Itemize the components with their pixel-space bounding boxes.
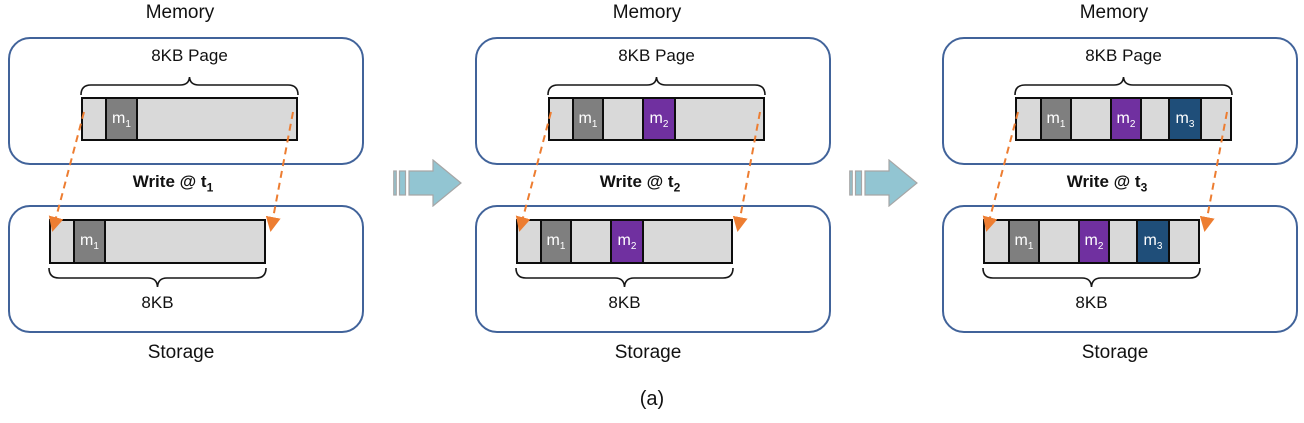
modified-block-m1: m1	[572, 99, 604, 139]
figure-caption: (a)	[639, 388, 665, 410]
storage-region-bar: m1 m2 m3	[983, 219, 1200, 264]
memory-page-bar: m1	[81, 97, 298, 141]
free-block	[676, 99, 763, 139]
storage-label: Storage	[1081, 342, 1149, 363]
modified-block-m2: m2	[1110, 99, 1142, 139]
memory-page-bar: m1 m2	[548, 97, 765, 141]
write-event-label: Write @ t2	[475, 172, 805, 194]
write-event-label: Write @ t1	[8, 172, 338, 194]
memory-label: Memory	[145, 2, 215, 23]
arrow-stripe	[854, 170, 863, 196]
page-size-label: 8KB Page	[618, 46, 695, 65]
next-step-arrow-icon	[849, 159, 918, 207]
write-time-subscript: 1	[206, 180, 214, 195]
arrow-body	[408, 159, 462, 207]
free-block	[1142, 99, 1168, 139]
free-block	[1040, 221, 1078, 262]
page-size-label: 8KB Page	[1085, 46, 1162, 65]
storage-region-bar: m1 m2	[516, 219, 733, 264]
modified-block-m1: m1	[540, 221, 572, 262]
free-block	[138, 99, 296, 139]
modified-block-m2: m2	[610, 221, 644, 262]
page-size-label: 8KB Page	[151, 46, 228, 65]
free-block	[1110, 221, 1136, 262]
modified-block-m1: m1	[73, 221, 106, 262]
free-block	[83, 99, 105, 139]
storage-label: Storage	[147, 342, 215, 363]
modified-block-m1: m1	[105, 99, 138, 139]
free-block	[604, 99, 642, 139]
modified-block-m2: m2	[1078, 221, 1110, 262]
modified-block-m2: m2	[642, 99, 676, 139]
panel-write-t3: Memory 8KB Page m1 m2 m3 Write @ t3 m1 m2 m3…	[942, 0, 1298, 423]
free-block	[1017, 99, 1040, 139]
write-event-label: Write @ t3	[942, 172, 1272, 194]
free-block	[572, 221, 610, 262]
arrow-stripe	[393, 170, 397, 196]
arrow-stripe	[398, 170, 407, 196]
panel-write-t1: Memory 8KB Page m1 Write @ t1 m1 8KB Sto…	[8, 0, 364, 423]
free-block	[550, 99, 572, 139]
arrow-stripe	[849, 170, 853, 196]
modified-block-m1: m1	[1008, 221, 1040, 262]
memory-label: Memory	[1079, 2, 1149, 23]
storage-size-label: 8KB	[1075, 293, 1108, 312]
write-text: Write @ t	[599, 172, 674, 191]
write-time-subscript: 2	[673, 180, 681, 195]
modified-block-m3: m3	[1136, 221, 1170, 262]
free-block	[1202, 99, 1230, 139]
memory-label: Memory	[612, 2, 682, 23]
arrow-body	[864, 159, 918, 207]
free-block	[51, 221, 73, 262]
storage-region-bar: m1	[49, 219, 266, 264]
write-time-subscript: 3	[1140, 180, 1148, 195]
free-block	[644, 221, 731, 262]
free-block	[518, 221, 540, 262]
write-text: Write @ t	[132, 172, 207, 191]
free-block	[985, 221, 1008, 262]
storage-size-label: 8KB	[608, 293, 641, 312]
modified-block-m1: m1	[1040, 99, 1072, 139]
next-step-arrow-icon	[393, 159, 462, 207]
panel-write-t2: Memory 8KB Page m1 m2 Write @ t2 m1 m2 8KB…	[475, 0, 831, 423]
free-block	[1072, 99, 1110, 139]
memory-page-bar: m1 m2 m3	[1015, 97, 1232, 141]
modified-block-m3: m3	[1168, 99, 1202, 139]
storage-label: Storage	[614, 342, 682, 363]
write-text: Write @ t	[1066, 172, 1141, 191]
storage-size-label: 8KB	[141, 293, 174, 312]
free-block	[106, 221, 264, 262]
free-block	[1170, 221, 1198, 262]
